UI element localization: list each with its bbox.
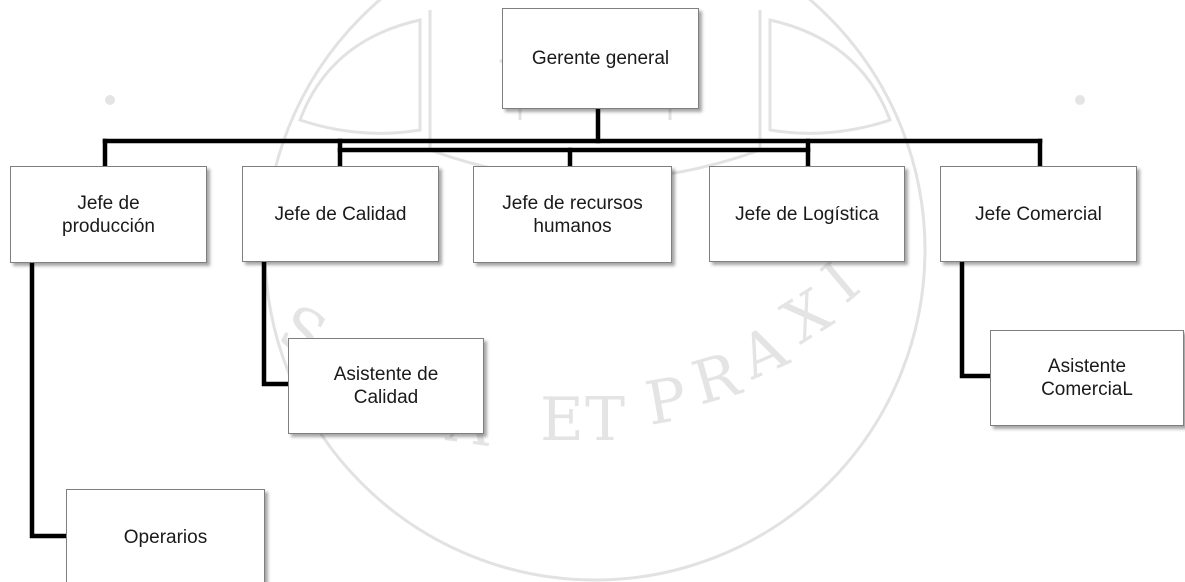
node-label: Jefe de Logística xyxy=(735,203,879,225)
node-asistente-comercial: Asistente ComerciaL xyxy=(990,330,1184,426)
node-label: Gerente general xyxy=(531,48,670,69)
node-jefe-logistica: Jefe de Logística xyxy=(709,166,905,262)
node-operarios: Operarios xyxy=(66,489,265,582)
node-label: Operarios xyxy=(123,526,208,548)
node-jefe-calidad: Jefe de Calidad xyxy=(242,166,439,262)
node-label: Jefe Comercial xyxy=(975,203,1102,225)
node-label: Jefe de Calidad xyxy=(274,203,407,225)
node-jefe-produccion: Jefe de producción xyxy=(10,166,207,263)
connector-calidad-asistente xyxy=(261,259,291,387)
node-label: Jefe de producción xyxy=(62,192,155,237)
node-label: Jefe de recursos humanos xyxy=(502,192,643,237)
node-gerente-general: Gerente general xyxy=(502,8,699,109)
node-jefe-recursos-humanos: Jefe de recursos humanos xyxy=(473,166,672,263)
node-label: Asistente ComerciaL xyxy=(1041,356,1133,400)
connector-produccion-operarios xyxy=(29,260,69,539)
connector-comercial-asistente xyxy=(959,259,993,379)
node-label: Asistente de Calidad xyxy=(333,364,439,408)
node-asistente-calidad: Asistente de Calidad xyxy=(288,338,484,434)
node-jefe-comercial: Jefe Comercial xyxy=(940,166,1137,262)
